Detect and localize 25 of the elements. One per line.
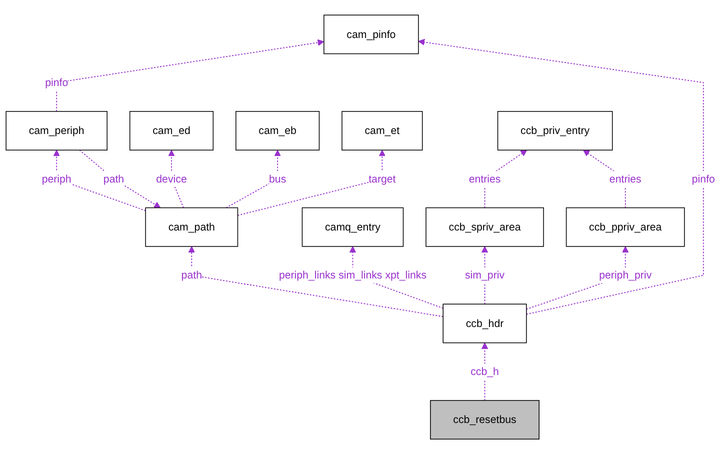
edge-label: ccb_h	[470, 364, 499, 380]
edge-label: sim_priv	[465, 267, 505, 284]
edge-label: periph_links sim_links xpt_links	[278, 267, 427, 284]
class-box: camq_entry	[302, 207, 404, 247]
class-box: ccb_spriv_area	[426, 207, 544, 247]
edge-label: target	[368, 170, 396, 187]
class-box: cam_ed	[129, 110, 214, 150]
class-box: cam_eb	[236, 110, 320, 150]
edge-label: entries	[609, 170, 642, 187]
edge-label: periph	[42, 170, 72, 187]
edge-label: pinfo	[692, 170, 715, 187]
edge-label: device	[156, 170, 187, 187]
edge-label: path	[103, 170, 124, 187]
class-box: ccb_priv_entry	[497, 110, 613, 150]
class-box: cam_pinfo	[324, 14, 419, 54]
edge-label: bus	[269, 170, 286, 187]
class-box: ccb_resetbus	[430, 400, 540, 440]
edge-label: periph_priv	[599, 267, 652, 284]
class-box: cam_et	[342, 110, 423, 150]
class-box: ccb_ppriv_area	[566, 207, 685, 247]
edge-label: entries	[468, 170, 501, 187]
class-box: ccb_hdr	[442, 304, 527, 344]
class-box: cam_periph	[6, 110, 108, 150]
class-box: cam_path	[145, 207, 238, 247]
edge-label: path	[181, 267, 202, 284]
